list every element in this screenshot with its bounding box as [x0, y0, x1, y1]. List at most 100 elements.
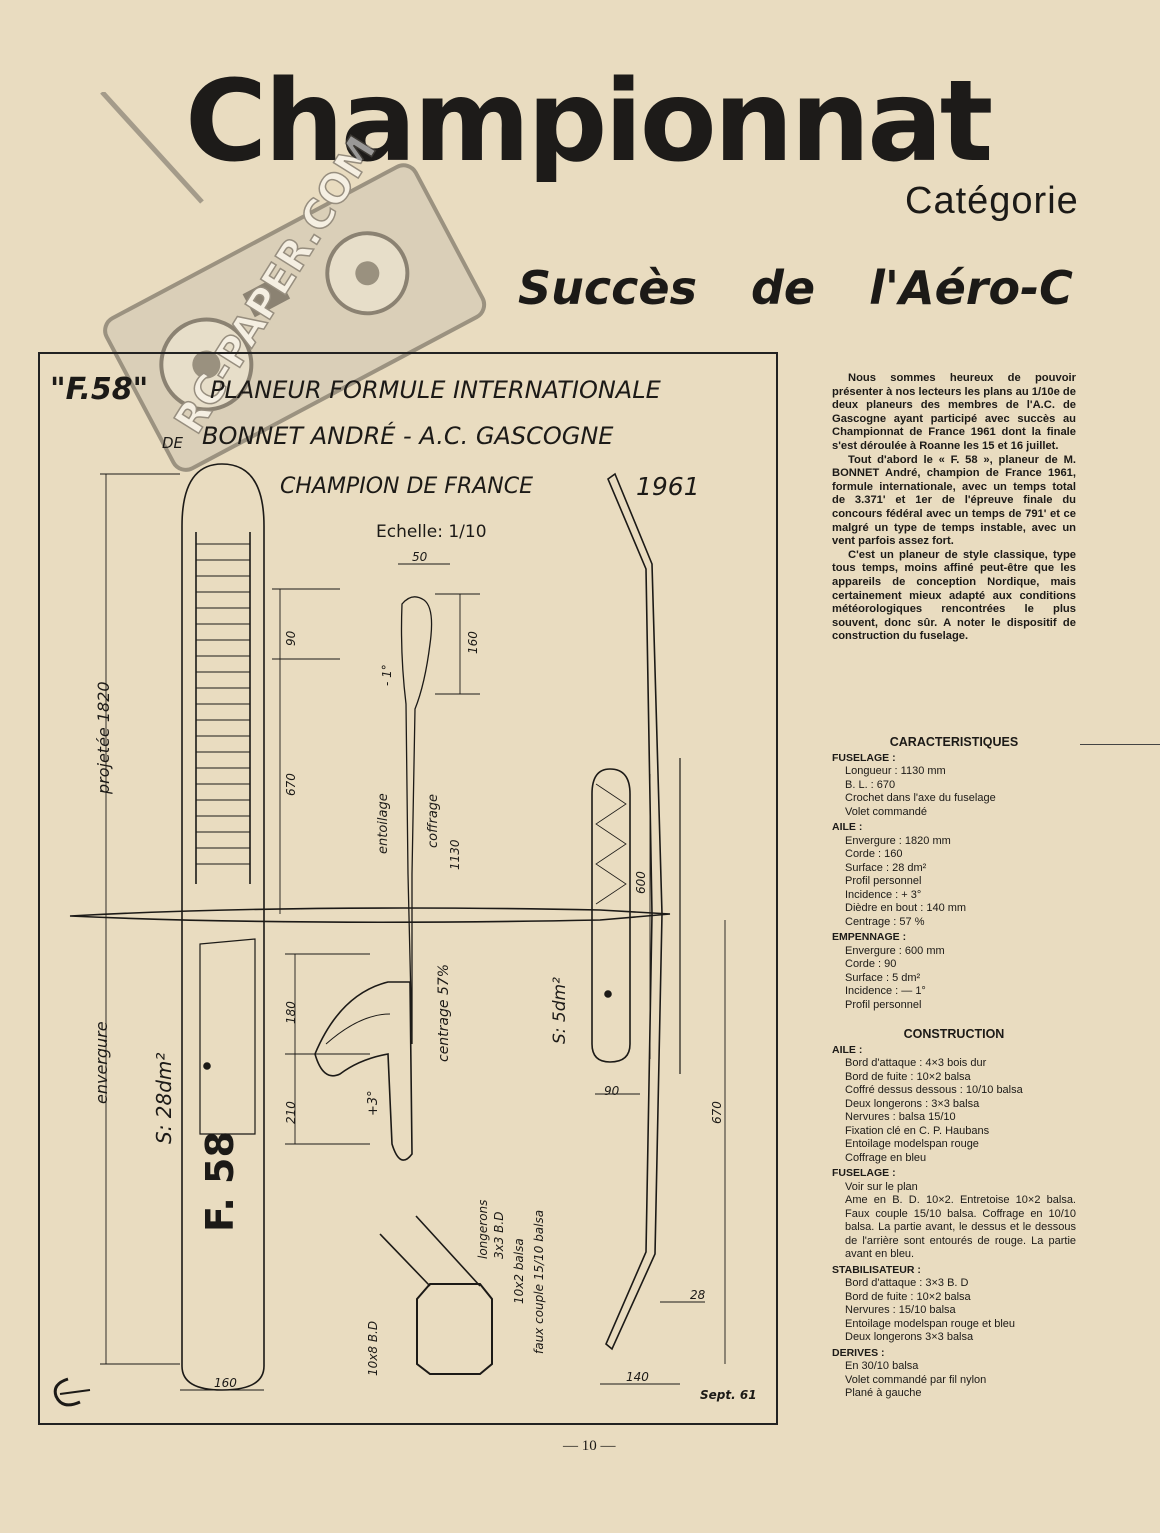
spec-item: Bord d'attaque : 4×3 bois dur [845, 1057, 987, 1069]
label-dim-210: 210 [284, 1101, 298, 1124]
label-envergure: envergure [92, 1021, 111, 1104]
spec-item: Surface : 5 dm² [845, 971, 921, 984]
spec-item: Centrage : 57 % [845, 915, 925, 928]
spec-item: Coffrage en bleu [845, 1151, 927, 1164]
label-dim-600: 600 [634, 871, 648, 894]
spec-item: Profil personnel [845, 998, 922, 1011]
label-surface-tail: S: 5dm² [550, 977, 570, 1044]
spec-item: Volet commandé [845, 805, 927, 818]
spec-item: Entoilage modelspan rouge et bleu [845, 1317, 1016, 1330]
label-minus1: - 1° [380, 664, 394, 686]
construction-block: CONSTRUCTION AILE : Bord d'attaque : 4×3… [832, 1027, 1076, 1401]
spec-item: Dièdre en bout : 140 mm [845, 902, 967, 914]
label-dim-140: 140 [626, 1370, 649, 1384]
caracteristiques-block: CARACTERISTIQUES FUSELAGE : Longueur : 1… [832, 735, 1076, 1012]
plan-author-prefix: DE [162, 434, 184, 452]
wing-root-profile [314, 981, 413, 1161]
category-label: Catégorie [905, 180, 1079, 222]
spec-item: Crochet dans l'axe du fuselage [845, 792, 996, 804]
glider-plan-drawing: "F.58" PLANEUR FORMULE INTERNATIONALE DE… [38, 352, 778, 1425]
label-dim-28: 28 [690, 1288, 706, 1302]
club-logo-icon [53, 1377, 81, 1407]
plan-scale: Echelle: 1/10 [376, 522, 487, 542]
spec-item: Bord de fuite : 10×2 balsa [845, 1290, 971, 1303]
label-plus3: +3° [366, 1090, 381, 1116]
label-dim-1130: 1130 [448, 839, 462, 870]
spec-item: B. L. : 670 [845, 778, 896, 791]
spec-item: Volet commandé par fil nylon [845, 1373, 987, 1386]
spec-item: En 30/10 balsa [845, 1360, 919, 1372]
spec-paragraph: Ame en B. D. 10×2. Entretoise 10×2 balsa… [845, 1194, 1076, 1260]
spec-item: Bord de fuite : 10×2 balsa [845, 1070, 971, 1083]
article-paragraph: C'est un planeur de style classique, typ… [832, 548, 1076, 643]
spec-item: Coffré dessus dessous : 10/10 balsa [845, 1084, 1023, 1096]
label-balsa: 10x2 balsa [512, 1238, 526, 1304]
label-entoilage: entoilage [376, 793, 391, 854]
label-dim-90b: 90 [604, 1084, 620, 1098]
nose-section [400, 596, 433, 1045]
label-dim-180: 180 [284, 1001, 298, 1024]
spec-item: Longueur : 1130 mm [845, 765, 946, 777]
spec-section-title: AILE : [832, 1043, 863, 1056]
plan-heading: PLANEUR FORMULE INTERNATIONALE [210, 376, 661, 404]
spec-section-title: FUSELAGE : [832, 751, 896, 764]
caracteristiques-title: CARACTERISTIQUES [889, 735, 1019, 749]
spec-item: Incidence : + 3° [845, 888, 922, 901]
fuselage-outline [69, 907, 671, 924]
spec-item: Voir sur le plan [845, 1180, 918, 1193]
label-dim-160b: 160 [214, 1376, 237, 1390]
label-dim-670: 670 [284, 773, 298, 796]
label-projetee: projetée 1820 [94, 681, 113, 794]
plan-author: BONNET ANDRÉ - A.C. GASCOGNE [202, 422, 614, 450]
spec-item: Entoilage modelspan rouge [845, 1138, 979, 1150]
spec-item: Deux longerons 3×3 balsa [845, 1331, 974, 1343]
label-centrage: centrage 57% [436, 963, 452, 1062]
article-body: Nous sommes heureux de pouvoir présenter… [832, 372, 1076, 644]
spec-section-title: EMPENNAGE : [832, 931, 907, 943]
spec-item: Incidence : — 1° [845, 985, 926, 997]
wing-outline [181, 463, 265, 1391]
subheadline: Succès de l'Aéro-C [518, 261, 1073, 315]
plan-svg [53, 463, 726, 1407]
plan-model: "F.58" [50, 372, 149, 407]
label-date: Sept. 61 [700, 1388, 757, 1402]
spec-item: Deux longerons : 3×3 balsa [845, 1097, 980, 1110]
rc-transmitter-watermark-icon: RC-PAPER.COM [100, 92, 487, 472]
fuselage-section [416, 1283, 493, 1375]
spec-item: Plané à gauche [845, 1387, 922, 1399]
label-faux-couple: faux couple 15/10 balsa [532, 1209, 546, 1354]
plan-title-line: CHAMPION DE FRANCE [280, 474, 533, 499]
right-edge-rule [1080, 744, 1160, 745]
spec-item: Surface : 28 dm² [845, 861, 927, 874]
plan-year: 1961 [636, 472, 700, 501]
label-surface-wing: S: 28dm² [152, 1052, 176, 1144]
spec-item: Envergure : 600 mm [845, 944, 945, 957]
tailplane-outline [591, 768, 631, 1063]
spec-item: Envergure : 1820 mm [845, 834, 951, 847]
spec-item: Bord d'attaque : 3×3 B. D [845, 1277, 969, 1289]
headline-title: Championnat [185, 62, 993, 182]
side-view-fuselage [605, 472, 663, 1351]
label-coffrage: coffrage [426, 793, 441, 848]
page-number: — 10 — [563, 1438, 616, 1454]
spec-section-title: AILE : [832, 821, 863, 833]
label-dim-90: 90 [284, 630, 298, 646]
spec-item: Profil personnel [845, 875, 922, 887]
article-paragraph: Nous sommes heureux de pouvoir présenter… [832, 372, 1076, 452]
label-fin-name: F. 58 [198, 1131, 242, 1232]
spec-item: Corde : 160 [845, 848, 903, 860]
label-bord: 10x8 B.D [366, 1320, 380, 1376]
article-paragraph: Tout d'abord le « F. 58 », planeur de M.… [832, 453, 1076, 548]
spec-item: Nervures : 15/10 balsa [845, 1304, 956, 1316]
label-dim-50: 50 [412, 550, 428, 564]
spec-item: Corde : 90 [845, 958, 897, 970]
label-longerons: longerons [476, 1199, 490, 1259]
label-dim-160: 160 [466, 631, 480, 654]
spec-item: Fixation clé en C. P. Haubans [845, 1124, 990, 1137]
label-dim-670b: 670 [710, 1101, 724, 1124]
spec-section-title: FUSELAGE : [832, 1167, 896, 1179]
spec-section-title: DERIVES : [832, 1346, 885, 1359]
label-longerons-dim: 3x3 B.D [492, 1211, 506, 1259]
spec-item: Nervures : balsa 15/10 [845, 1111, 956, 1123]
spec-section-title: STABILISATEUR : [832, 1263, 921, 1276]
